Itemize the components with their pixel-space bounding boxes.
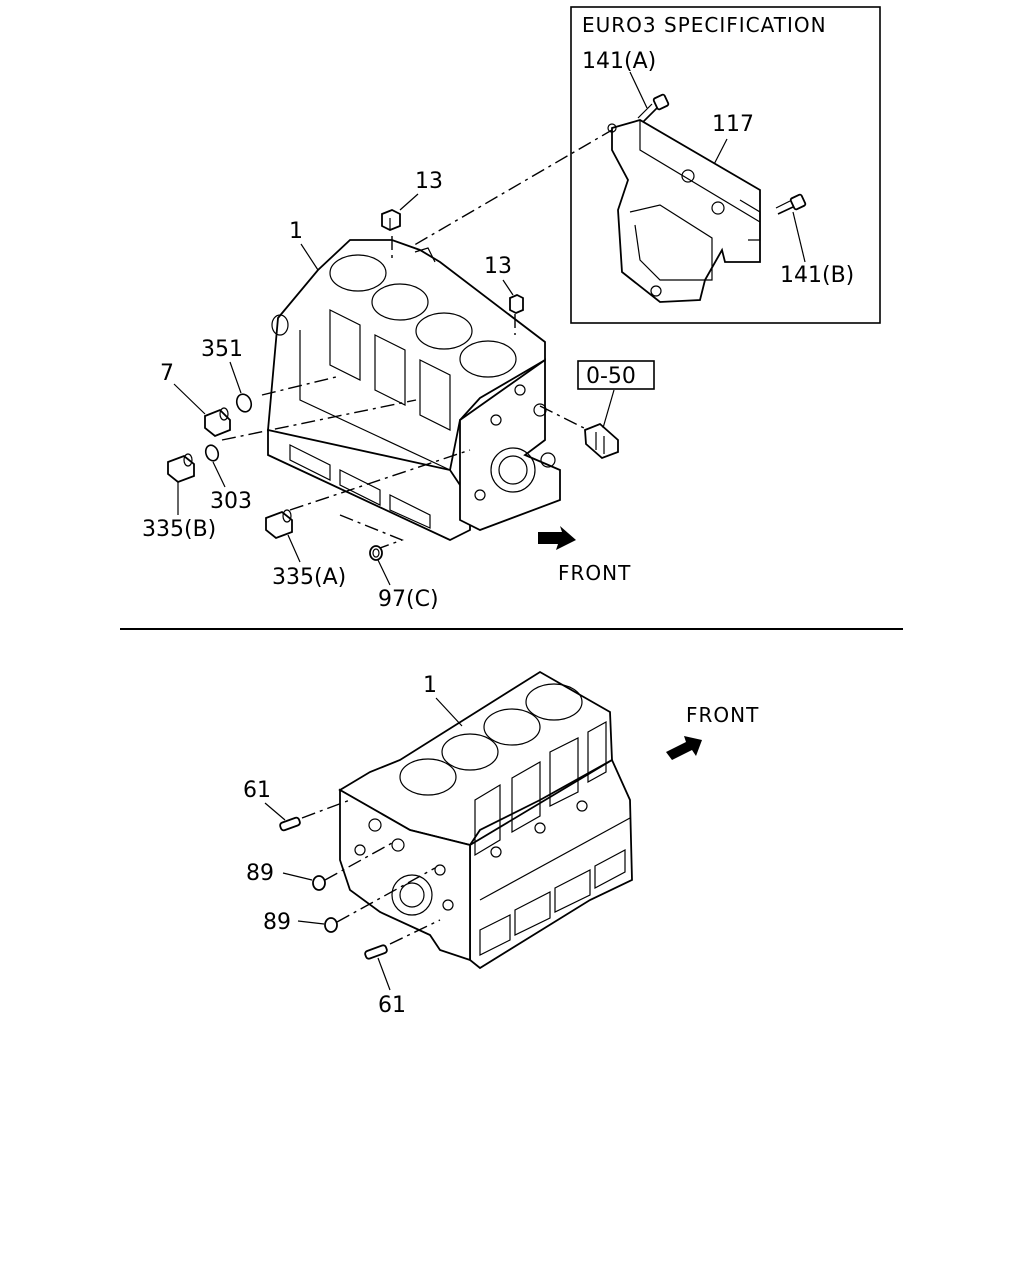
cap-13-right — [509, 294, 524, 314]
washer-303 — [204, 444, 220, 462]
plug-335b — [167, 453, 195, 484]
label-141a: 141(A) — [582, 49, 656, 74]
label-335a: 335(A) — [272, 565, 346, 590]
label-61-top: 61 — [243, 778, 271, 803]
label-89-bottom: 89 — [263, 910, 291, 935]
label-13-right: 13 — [484, 254, 512, 279]
engine-block-lower — [338, 670, 633, 970]
dowel-61-bottom — [364, 944, 388, 960]
reference-box-0-50: 0-50 — [577, 360, 655, 390]
bolt-141a — [637, 93, 670, 123]
label-front-upper: FRONT — [558, 561, 631, 585]
label-13-left: 13 — [415, 169, 443, 194]
label-1-lower: 1 — [423, 673, 437, 698]
bracket-117 — [607, 119, 761, 303]
cap-13-left — [381, 209, 401, 231]
euro3-title: EURO3 SPECIFICATION — [582, 13, 827, 37]
label-351: 351 — [201, 337, 243, 362]
label-117: 117 — [712, 112, 754, 137]
label-7: 7 — [160, 361, 174, 386]
label-335b: 335(B) — [142, 517, 216, 542]
label-97c: 97(C) — [378, 587, 439, 612]
label-303: 303 — [210, 489, 252, 514]
dowel-61-top — [279, 816, 301, 832]
engine-block-upper — [267, 239, 561, 541]
front-arrow-upper: FRONT — [538, 526, 631, 585]
bolt-141b — [775, 193, 807, 215]
label-61-bottom: 61 — [378, 993, 406, 1018]
plug-335a — [265, 509, 293, 540]
label-1-upper: 1 — [289, 219, 303, 244]
gasket-351 — [235, 393, 253, 413]
plug-97c — [369, 545, 383, 561]
plug-89-top — [312, 875, 326, 891]
label-front-lower: FRONT — [686, 703, 759, 727]
plug-89-bottom — [324, 917, 338, 933]
label-0-50: 0-50 — [586, 364, 636, 389]
label-89-top: 89 — [246, 861, 274, 886]
euro3-specification-box: EURO3 SPECIFICATION 141(A) 117 141(B) — [570, 6, 881, 324]
lower-section: 1 61 89 89 61 FRONT — [243, 670, 759, 1018]
front-arrow-lower: FRONT — [666, 703, 759, 760]
upper-section: EURO3 SPECIFICATION 141(A) 117 141(B) — [142, 6, 881, 612]
label-141b: 141(B) — [780, 263, 854, 288]
sensor-part — [584, 422, 619, 460]
plug-7 — [204, 407, 231, 438]
